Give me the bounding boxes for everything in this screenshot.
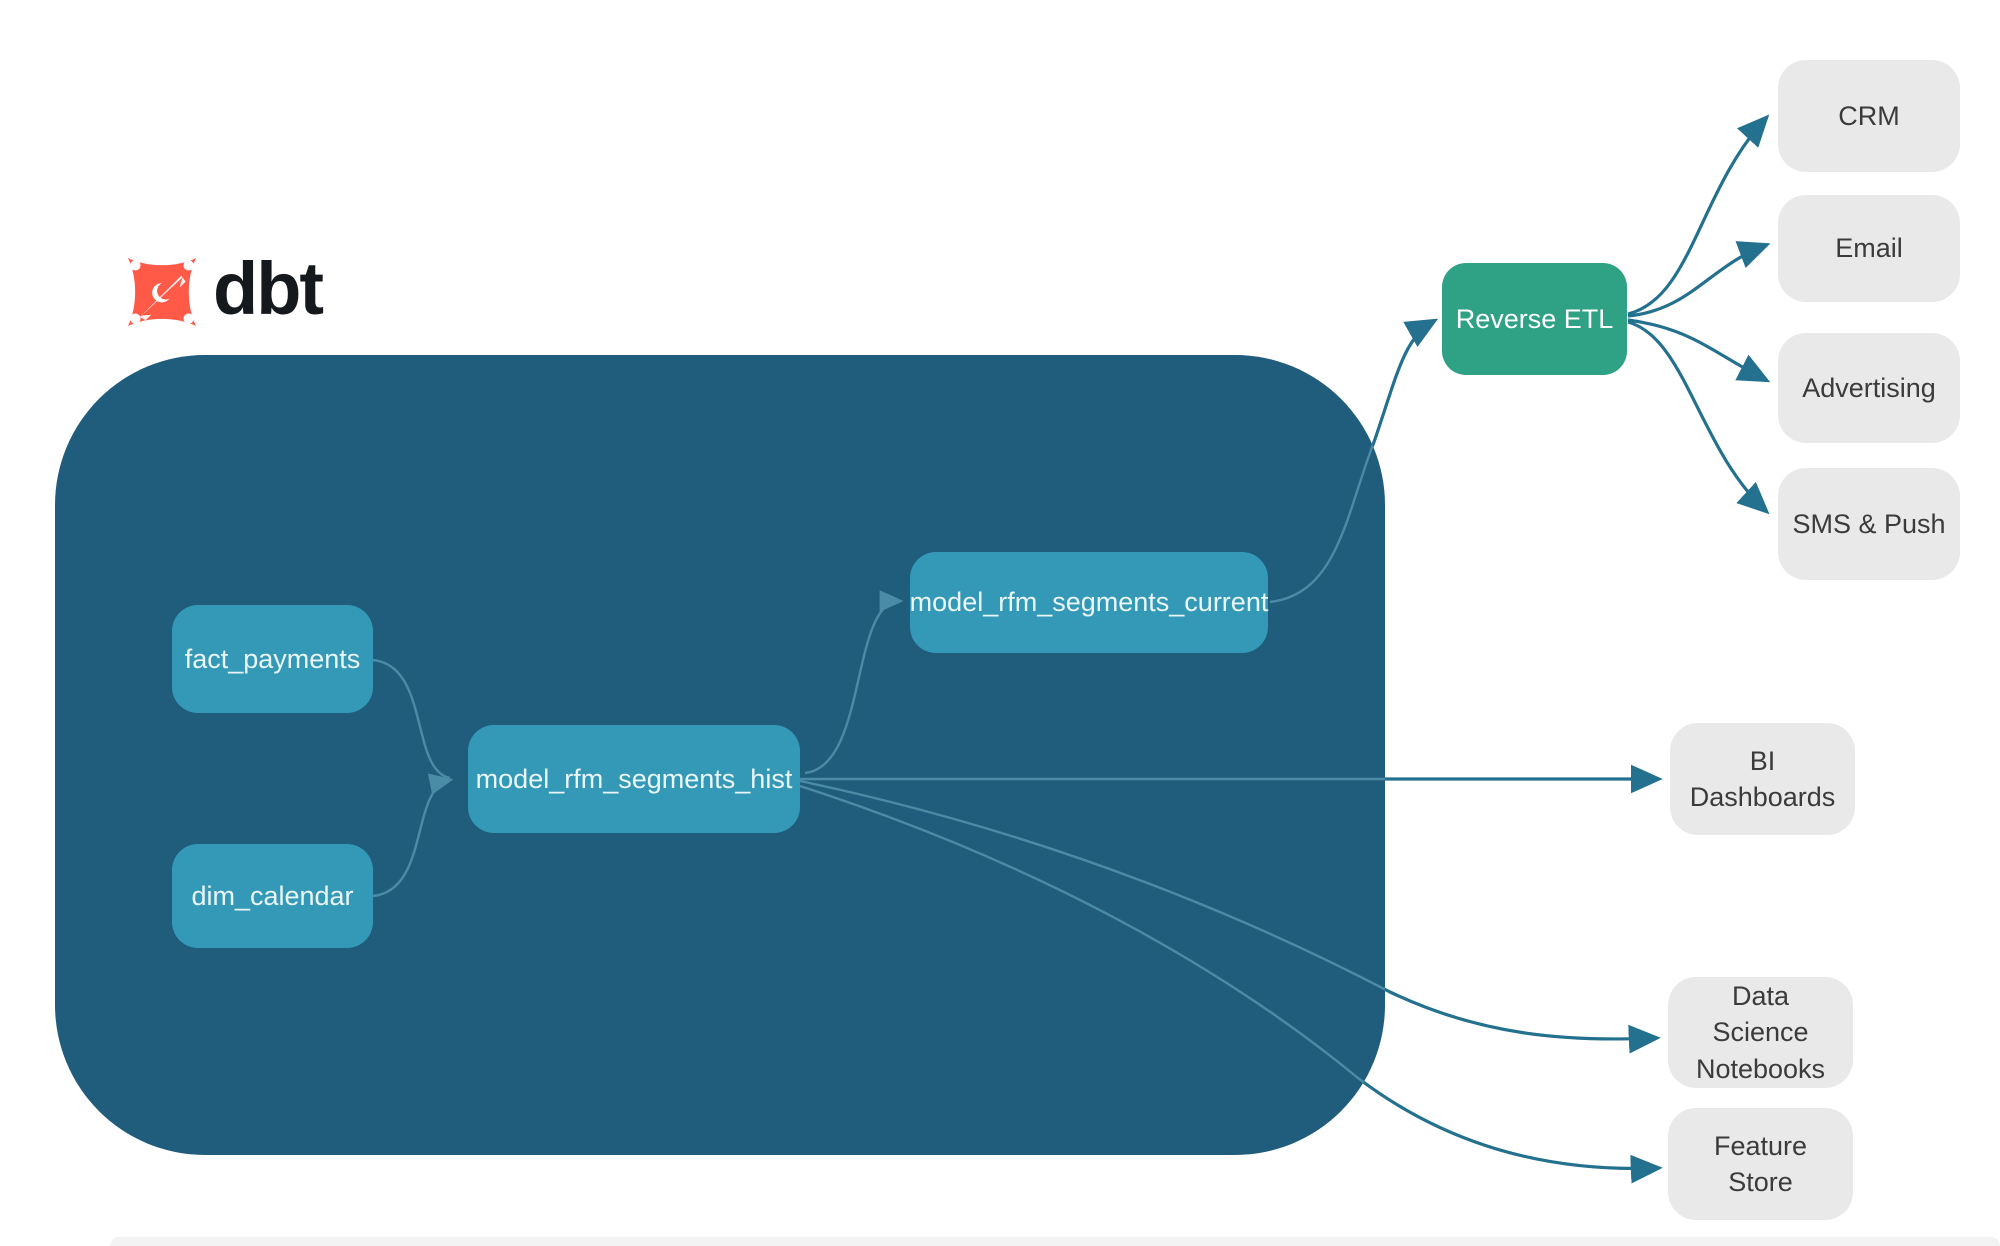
dbt-star-icon xyxy=(127,257,197,327)
node-sms-push: SMS & Push xyxy=(1778,468,1960,580)
node-fact-payments: fact_payments xyxy=(172,605,373,713)
node-email: Email xyxy=(1778,195,1960,302)
node-label: Email xyxy=(1835,233,1903,264)
node-data-science-notebooks: Data Science Notebooks xyxy=(1668,977,1853,1088)
node-advertising: Advertising xyxy=(1778,333,1960,443)
node-label: fact_payments xyxy=(184,643,361,674)
dbt-logo-text: dbt xyxy=(213,247,324,330)
node-label: model_rfm_segments_hist xyxy=(475,763,793,794)
node-label: Feature Store xyxy=(1713,1130,1808,1197)
node-label: Data Science Notebooks xyxy=(1695,980,1826,1084)
node-model-rfm-segments-hist: model_rfm_segments_hist xyxy=(468,725,800,833)
node-label: SMS & Push xyxy=(1792,508,1946,539)
node-dim-calendar: dim_calendar xyxy=(172,844,373,948)
node-label: Reverse ETL xyxy=(1455,303,1614,334)
dbt-logo: dbt xyxy=(125,247,324,332)
node-bi-dashboards: BI Dashboards xyxy=(1670,723,1855,835)
node-label: dim_calendar xyxy=(191,880,354,911)
node-label: BI Dashboards xyxy=(1689,745,1836,812)
bottom-page-strip xyxy=(110,1237,2000,1246)
node-label: model_rfm_segments_current xyxy=(909,587,1269,617)
node-model-rfm-segments-current: model_rfm_segments_current xyxy=(910,552,1268,653)
node-label: Advertising xyxy=(1802,372,1936,403)
node-label: CRM xyxy=(1838,100,1900,131)
node-reverse-etl: Reverse ETL xyxy=(1442,263,1627,375)
node-crm: CRM xyxy=(1778,60,1960,172)
node-feature-store: Feature Store xyxy=(1668,1108,1853,1220)
